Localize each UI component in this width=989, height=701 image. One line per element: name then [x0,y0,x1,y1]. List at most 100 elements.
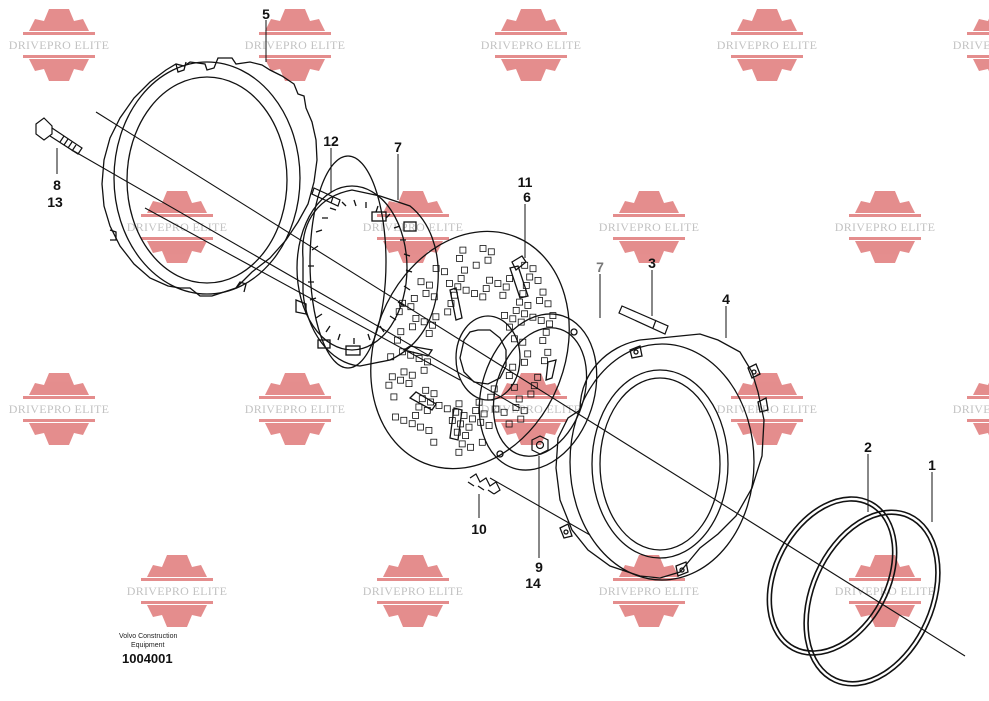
watermark-text: DRIVEPRO ELITE [363,220,464,234]
plate-pattern-square [539,288,547,296]
plate-pattern-square [465,423,473,431]
watermark-gear-icon [613,601,685,627]
plate-pattern-square [499,291,507,299]
callout-6: 6 [523,189,531,205]
watermark-gear-icon [849,601,921,627]
plate-pattern-square [432,313,440,321]
plate-pattern-square [458,440,466,448]
watermark-tile: DRIVEPRO ELITE [953,382,989,436]
nut-part-9 [531,435,549,455]
plate-pattern-square [461,266,468,274]
watermark-tile: DRIVEPRO ELITE [127,191,227,263]
plate-pattern-square [412,411,420,419]
brand-line-2: Equipment [131,642,165,649]
plate-pattern-square [541,357,548,365]
watermark-text: DRIVEPRO ELITE [599,584,700,598]
watermark-gear-icon [377,237,449,263]
watermark-gear-icon [377,191,449,217]
plate-pattern-square [420,366,428,374]
plate-pattern-square [392,413,399,421]
watermark-tile: DRIVEPRO ELITE [599,555,700,627]
callout-7: 7 [394,139,402,155]
plate-pattern-square [415,355,423,363]
callout-labels: 5 12 7 8 13 11 6 7 3 4 2 1 10 9 14 [47,6,936,591]
plate-pattern-square [462,286,470,294]
plate-pattern-square [410,294,418,302]
plate-pattern-square [510,383,518,391]
plate-pattern-square [500,408,508,416]
plate-pattern-square [425,281,433,289]
plate-pattern-square [521,358,528,366]
plate-pattern-square [459,246,467,254]
plate-pattern-square [482,285,490,293]
callout-11: 11 [518,174,533,190]
plate-pattern-square [479,245,487,252]
plate-pattern-square [427,398,435,406]
watermark-gear-icon [23,419,95,445]
watermark-gear-icon [967,18,989,35]
plate-pattern-square [455,448,463,456]
plate-pattern-square [444,308,452,316]
plate-pattern-square [519,290,527,298]
plate-pattern-square [388,373,396,381]
plate-pattern-square [425,330,433,337]
plate-pattern-square [505,420,513,428]
plate-pattern-square [536,297,543,304]
plate-pattern-square [544,300,552,308]
callout-3: 3 [648,255,656,271]
watermark-gear-icon [23,373,95,399]
plate-pattern-square [441,268,448,276]
watermark-gear-icon [495,419,567,445]
watermark-gear-icon [613,555,685,581]
watermark-gear-icon [731,373,803,399]
plate-pattern-square [408,420,416,428]
watermark-gear-icon [495,9,567,35]
plate-pattern-square [520,407,528,415]
plate-pattern-square [430,438,438,446]
watermark-gear-icon [141,555,213,581]
friction-disc-part-5 [101,57,318,297]
watermark-tile: DRIVEPRO ELITE [599,191,699,263]
watermark-text: DRIVEPRO ELITE [835,220,936,234]
watermark-gear-icon [849,191,921,217]
plate-pattern-square [407,351,415,359]
plate-pattern-square [425,426,433,434]
plate-pattern-square [448,417,456,424]
watermark-text: DRIVEPRO ELITE [717,38,818,52]
o-ring-part-1 [803,509,941,687]
plate-pattern-square [505,372,513,380]
plate-pattern-square [509,315,517,323]
plate-pattern-square [521,261,529,269]
plate-pattern-square [501,311,508,319]
plate-pattern-square [544,348,552,356]
plate-pattern-square [393,336,401,344]
plate-pattern-square [408,371,416,379]
plate-pattern-square [472,261,480,269]
callout-5: 5 [262,6,270,22]
plate-pattern-square [460,412,468,419]
watermark-tile: DRIVEPRO ELITE [9,9,109,81]
plate-pattern-square [407,303,415,311]
plate-pattern-square [452,408,460,416]
plate-pattern-square [494,280,502,288]
watermark-text: DRIVEPRO ELITE [481,38,582,52]
plate-pattern-square [542,328,550,336]
watermark-gear-icon [377,555,449,581]
watermark-gear-icon [613,237,685,263]
watermark-gear-icon [967,55,989,72]
plate-pattern-square [526,273,534,281]
plate-pattern-square [405,380,413,388]
callout-14: 14 [525,575,541,591]
housing-part-4 [555,333,769,581]
callout-13: 13 [47,194,63,210]
watermark-text: DRIVEPRO ELITE [9,402,110,416]
plate-pattern-square [484,256,492,264]
callout-2: 2 [864,439,872,455]
plate-pattern-square [423,406,431,414]
plate-pattern-square [387,353,395,361]
watermark-gear-icon [731,55,803,81]
plate-pattern-square [515,395,523,403]
plate-pattern-square [502,283,510,291]
watermark-tile: DRIVEPRO ELITE [245,373,345,445]
